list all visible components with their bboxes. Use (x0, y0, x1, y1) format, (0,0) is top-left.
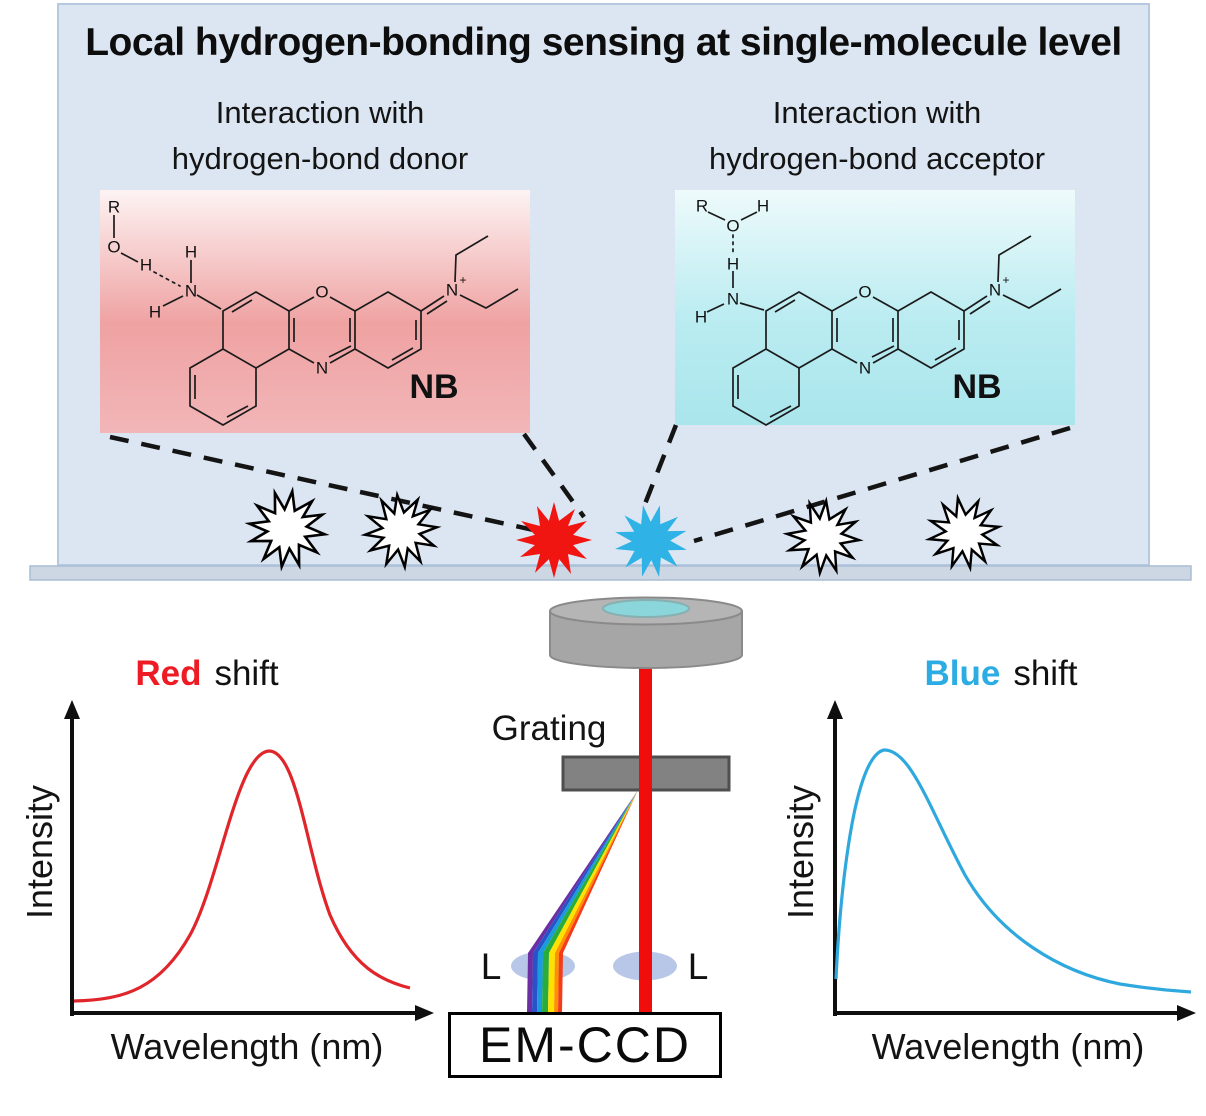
heading-donor-line1: Interaction with (215, 95, 425, 130)
lens-left-label: L (480, 946, 502, 987)
amine-nitrogen-label: N (185, 282, 197, 301)
burst-icon (782, 496, 864, 578)
lens-right-label: L (687, 946, 709, 987)
amine-nitrogen-label: N (727, 290, 739, 309)
burst-icon (242, 484, 332, 574)
left-x-axis-label: Wavelength (nm) (110, 1026, 384, 1067)
coverslip-surface (29, 565, 1192, 581)
oxygen-label: O (726, 217, 739, 236)
right-y-axis-label: Intensity (780, 784, 821, 920)
acceptor-hbond-bonds (706, 211, 765, 313)
y-axis-arrow (64, 700, 80, 719)
x-axis-arrow (415, 1005, 434, 1021)
heading-acceptor: Interaction with hydrogen-bond acceptor (667, 90, 1087, 182)
red-shift-spectrum-plot (64, 700, 434, 1021)
hydrogen-label: H (185, 243, 197, 262)
burst-icon (921, 490, 1007, 576)
hydrogen-bond-dots (153, 271, 181, 287)
red-shifted-spectrum-curve (73, 749, 411, 1003)
hydrogen-label: H (695, 308, 707, 327)
hydrogen-label: H (149, 303, 161, 322)
burst-icon (360, 490, 442, 572)
blue-shifted-spectrum-curve (834, 748, 1192, 994)
donor-hbond-atoms: R O H H N H (107, 198, 197, 322)
red-beam (639, 660, 652, 1013)
acceptor-hbond-atoms: R H O H N H (695, 197, 769, 327)
dispersed-rainbow-beam (527, 790, 638, 1013)
heading-donor: Interaction with hydrogen-bond donor (110, 90, 530, 182)
left-y-axis-label: Intensity (19, 784, 60, 920)
objective-front-lens (602, 599, 690, 618)
heading-acceptor-line1: Interaction with (772, 95, 982, 130)
blue-shift-spectrum-plot (827, 700, 1196, 1021)
red-shift-rest: shift (214, 654, 279, 693)
blue-shift-rest: shift (1013, 654, 1078, 693)
hydrogen-label: H (757, 197, 769, 216)
objective-lens (549, 596, 743, 669)
right-x-axis-label: Wavelength (nm) (871, 1026, 1145, 1067)
x-axis-arrow (1177, 1005, 1196, 1021)
callout-dashed-lines (109, 424, 1071, 544)
oxygen-label: O (107, 238, 120, 257)
heading-donor-line2: hydrogen-bond donor (171, 141, 469, 176)
hydrogen-label: H (727, 255, 739, 274)
r-group-label: R (696, 197, 708, 216)
r-group-label: R (108, 198, 120, 217)
red-shift-word: Red (135, 654, 202, 693)
figure-title: Local hydrogen-bonding sensing at single… (85, 21, 1122, 64)
heading-acceptor-line2: hydrogen-bond acceptor (708, 141, 1046, 176)
grating-label: Grating (491, 709, 607, 748)
emccd-detector: EM-CCD (448, 1012, 722, 1078)
blue-shift-word: Blue (924, 654, 1001, 693)
hydrogen-label: H (140, 256, 152, 275)
y-axis-arrow (827, 700, 843, 719)
acceptor-molecule-box: R H O H N H (675, 190, 1075, 426)
donor-molecule-box: R O H H N H (100, 190, 530, 433)
blue-shift-title: Blue shift (841, 654, 1161, 694)
red-shift-title: Red shift (47, 654, 367, 694)
donor-hbond-bonds (113, 215, 222, 310)
